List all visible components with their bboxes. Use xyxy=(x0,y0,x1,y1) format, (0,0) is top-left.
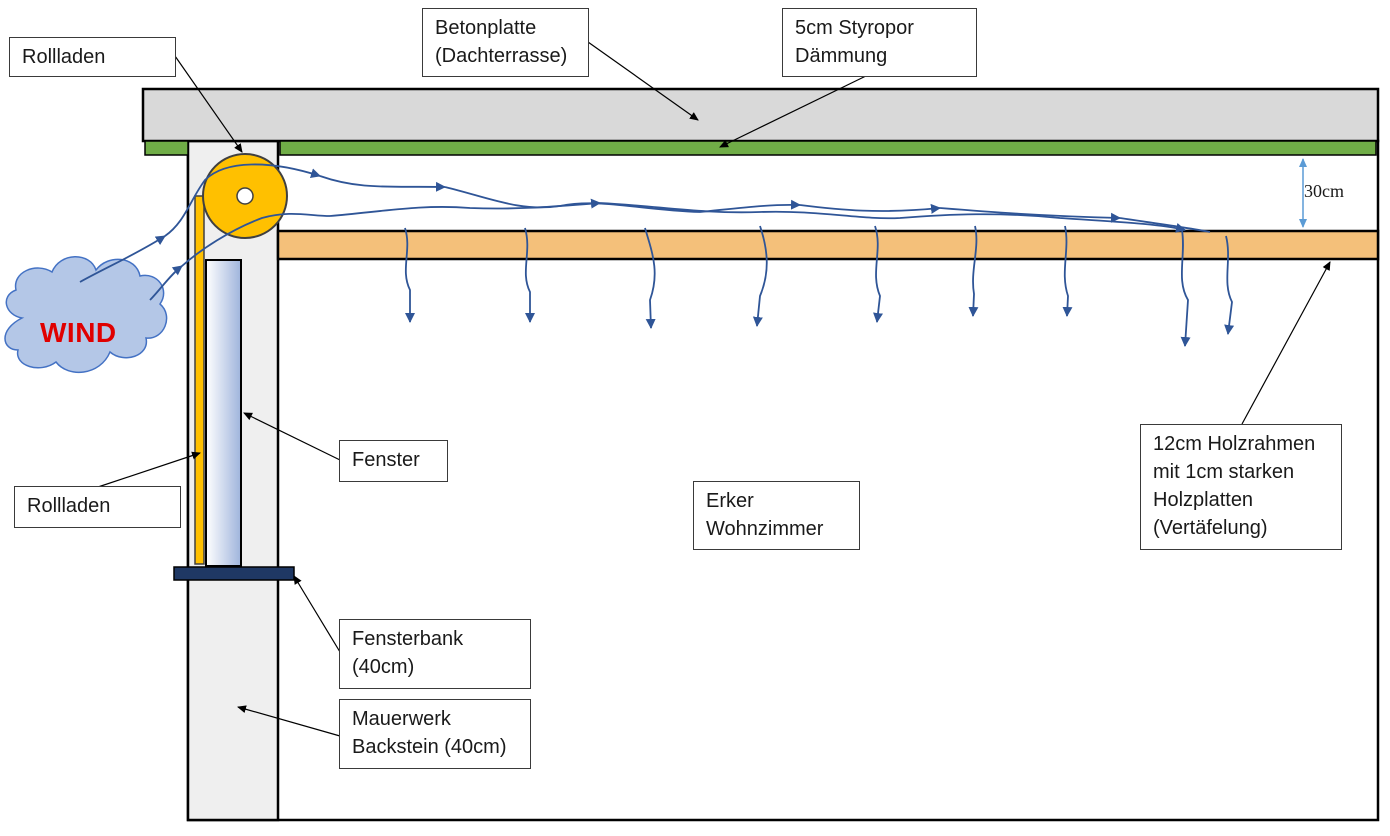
roller-shutter-slat xyxy=(194,195,205,565)
rollladen-top-label: Rollladen xyxy=(9,37,176,77)
wood-paneling xyxy=(276,229,1380,261)
cloud-icon xyxy=(4,256,168,374)
holzrahmen-label: 12cm Holzrahmen mit 1cm starken Holzplat… xyxy=(1140,424,1342,550)
betonplatte-label: Betonplatte (Dachterrasse) xyxy=(422,8,589,77)
windowsill xyxy=(173,566,295,581)
window-glass xyxy=(205,259,242,567)
fenster-label: Fenster xyxy=(339,440,448,482)
insulation-layer xyxy=(279,140,1377,156)
rollladen-side-label: Rollladen xyxy=(14,486,181,528)
insulation-left xyxy=(144,140,189,156)
erker-label: Erker Wohnzimmer xyxy=(693,481,860,550)
wind-label: WIND xyxy=(40,317,117,348)
fensterbank-label: Fensterbank (40cm) xyxy=(339,619,531,689)
concrete-slab xyxy=(141,87,1380,143)
mauerwerk-label: Mauerwerk Backstein (40cm) xyxy=(339,699,531,769)
airflow-arrow-icon xyxy=(79,163,1235,347)
leader-lines xyxy=(97,41,1331,737)
dimension-label: 30cm xyxy=(1304,181,1344,201)
styropor-label: 5cm Styropor Dämmung xyxy=(782,8,977,77)
